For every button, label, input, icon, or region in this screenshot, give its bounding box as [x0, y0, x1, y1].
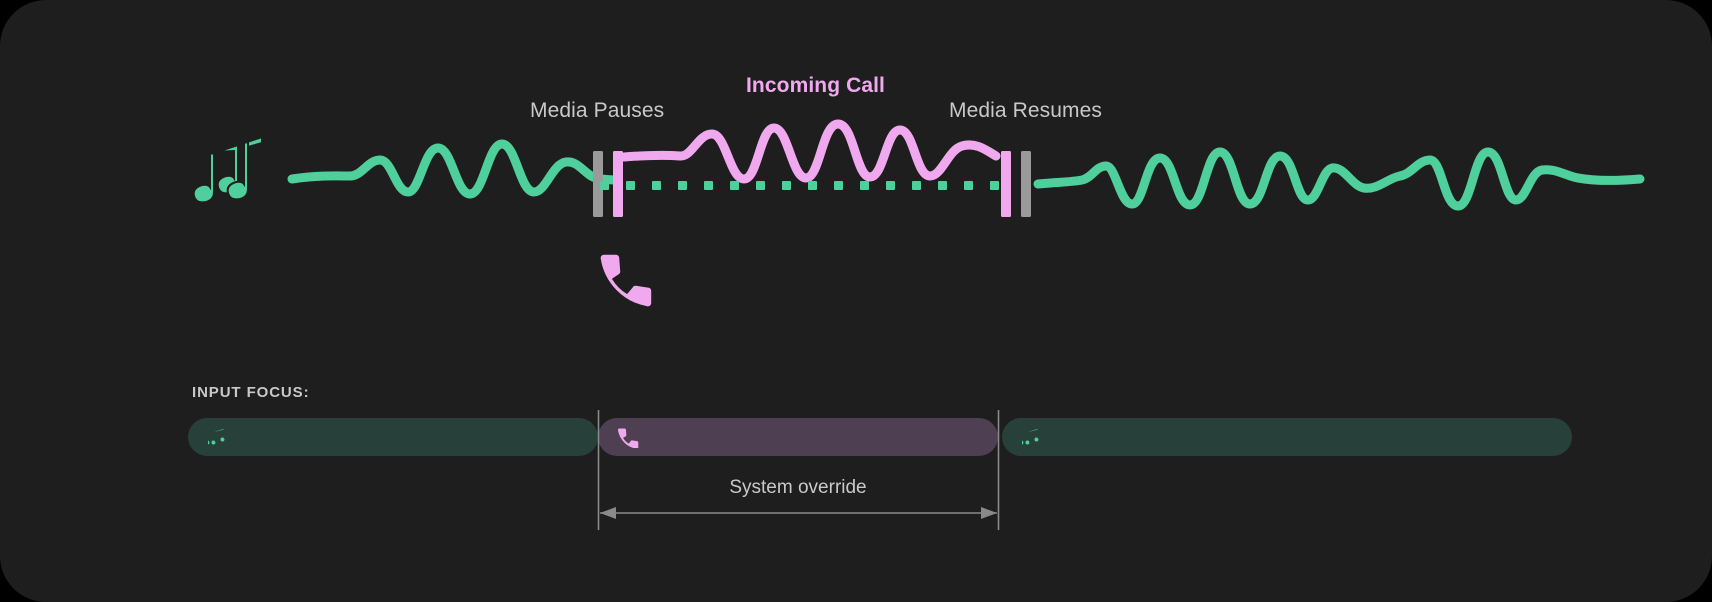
pause-marker-gray [593, 151, 603, 217]
pause-marker-pink [613, 151, 623, 217]
focus-bar-call[interactable] [598, 418, 998, 456]
system-override-label: System override [729, 477, 867, 498]
system-override-annotation [0, 330, 1712, 602]
focus-bar-media-a[interactable] [188, 418, 598, 456]
label-media-pauses: Media Pauses [530, 99, 665, 122]
resume-marker-pink [1001, 151, 1011, 217]
music-notes-icon [192, 135, 263, 204]
resume-marker-gray [1021, 151, 1031, 217]
waveform-media-after [1033, 147, 1645, 211]
audio-timeline: Media Pauses Incoming Call Media Resumes [192, 74, 1645, 308]
waveform-incoming-call [619, 119, 1001, 184]
focus-bar-media-b[interactable] [1002, 418, 1572, 456]
label-media-resumes: Media Resumes [949, 99, 1103, 122]
ducked-media-dots [600, 181, 999, 190]
label-incoming-call: Incoming Call [746, 74, 885, 97]
override-arrow-head-left [600, 507, 616, 519]
phone-icon [599, 253, 653, 308]
override-graphic [597, 410, 1000, 530]
override-arrow-head-right [981, 507, 997, 519]
timeline-graphic [192, 119, 1645, 308]
phone-icon [617, 427, 639, 449]
input-focus-heading: INPUT FOCUS: [192, 384, 310, 401]
waveform-media-before [287, 139, 623, 199]
